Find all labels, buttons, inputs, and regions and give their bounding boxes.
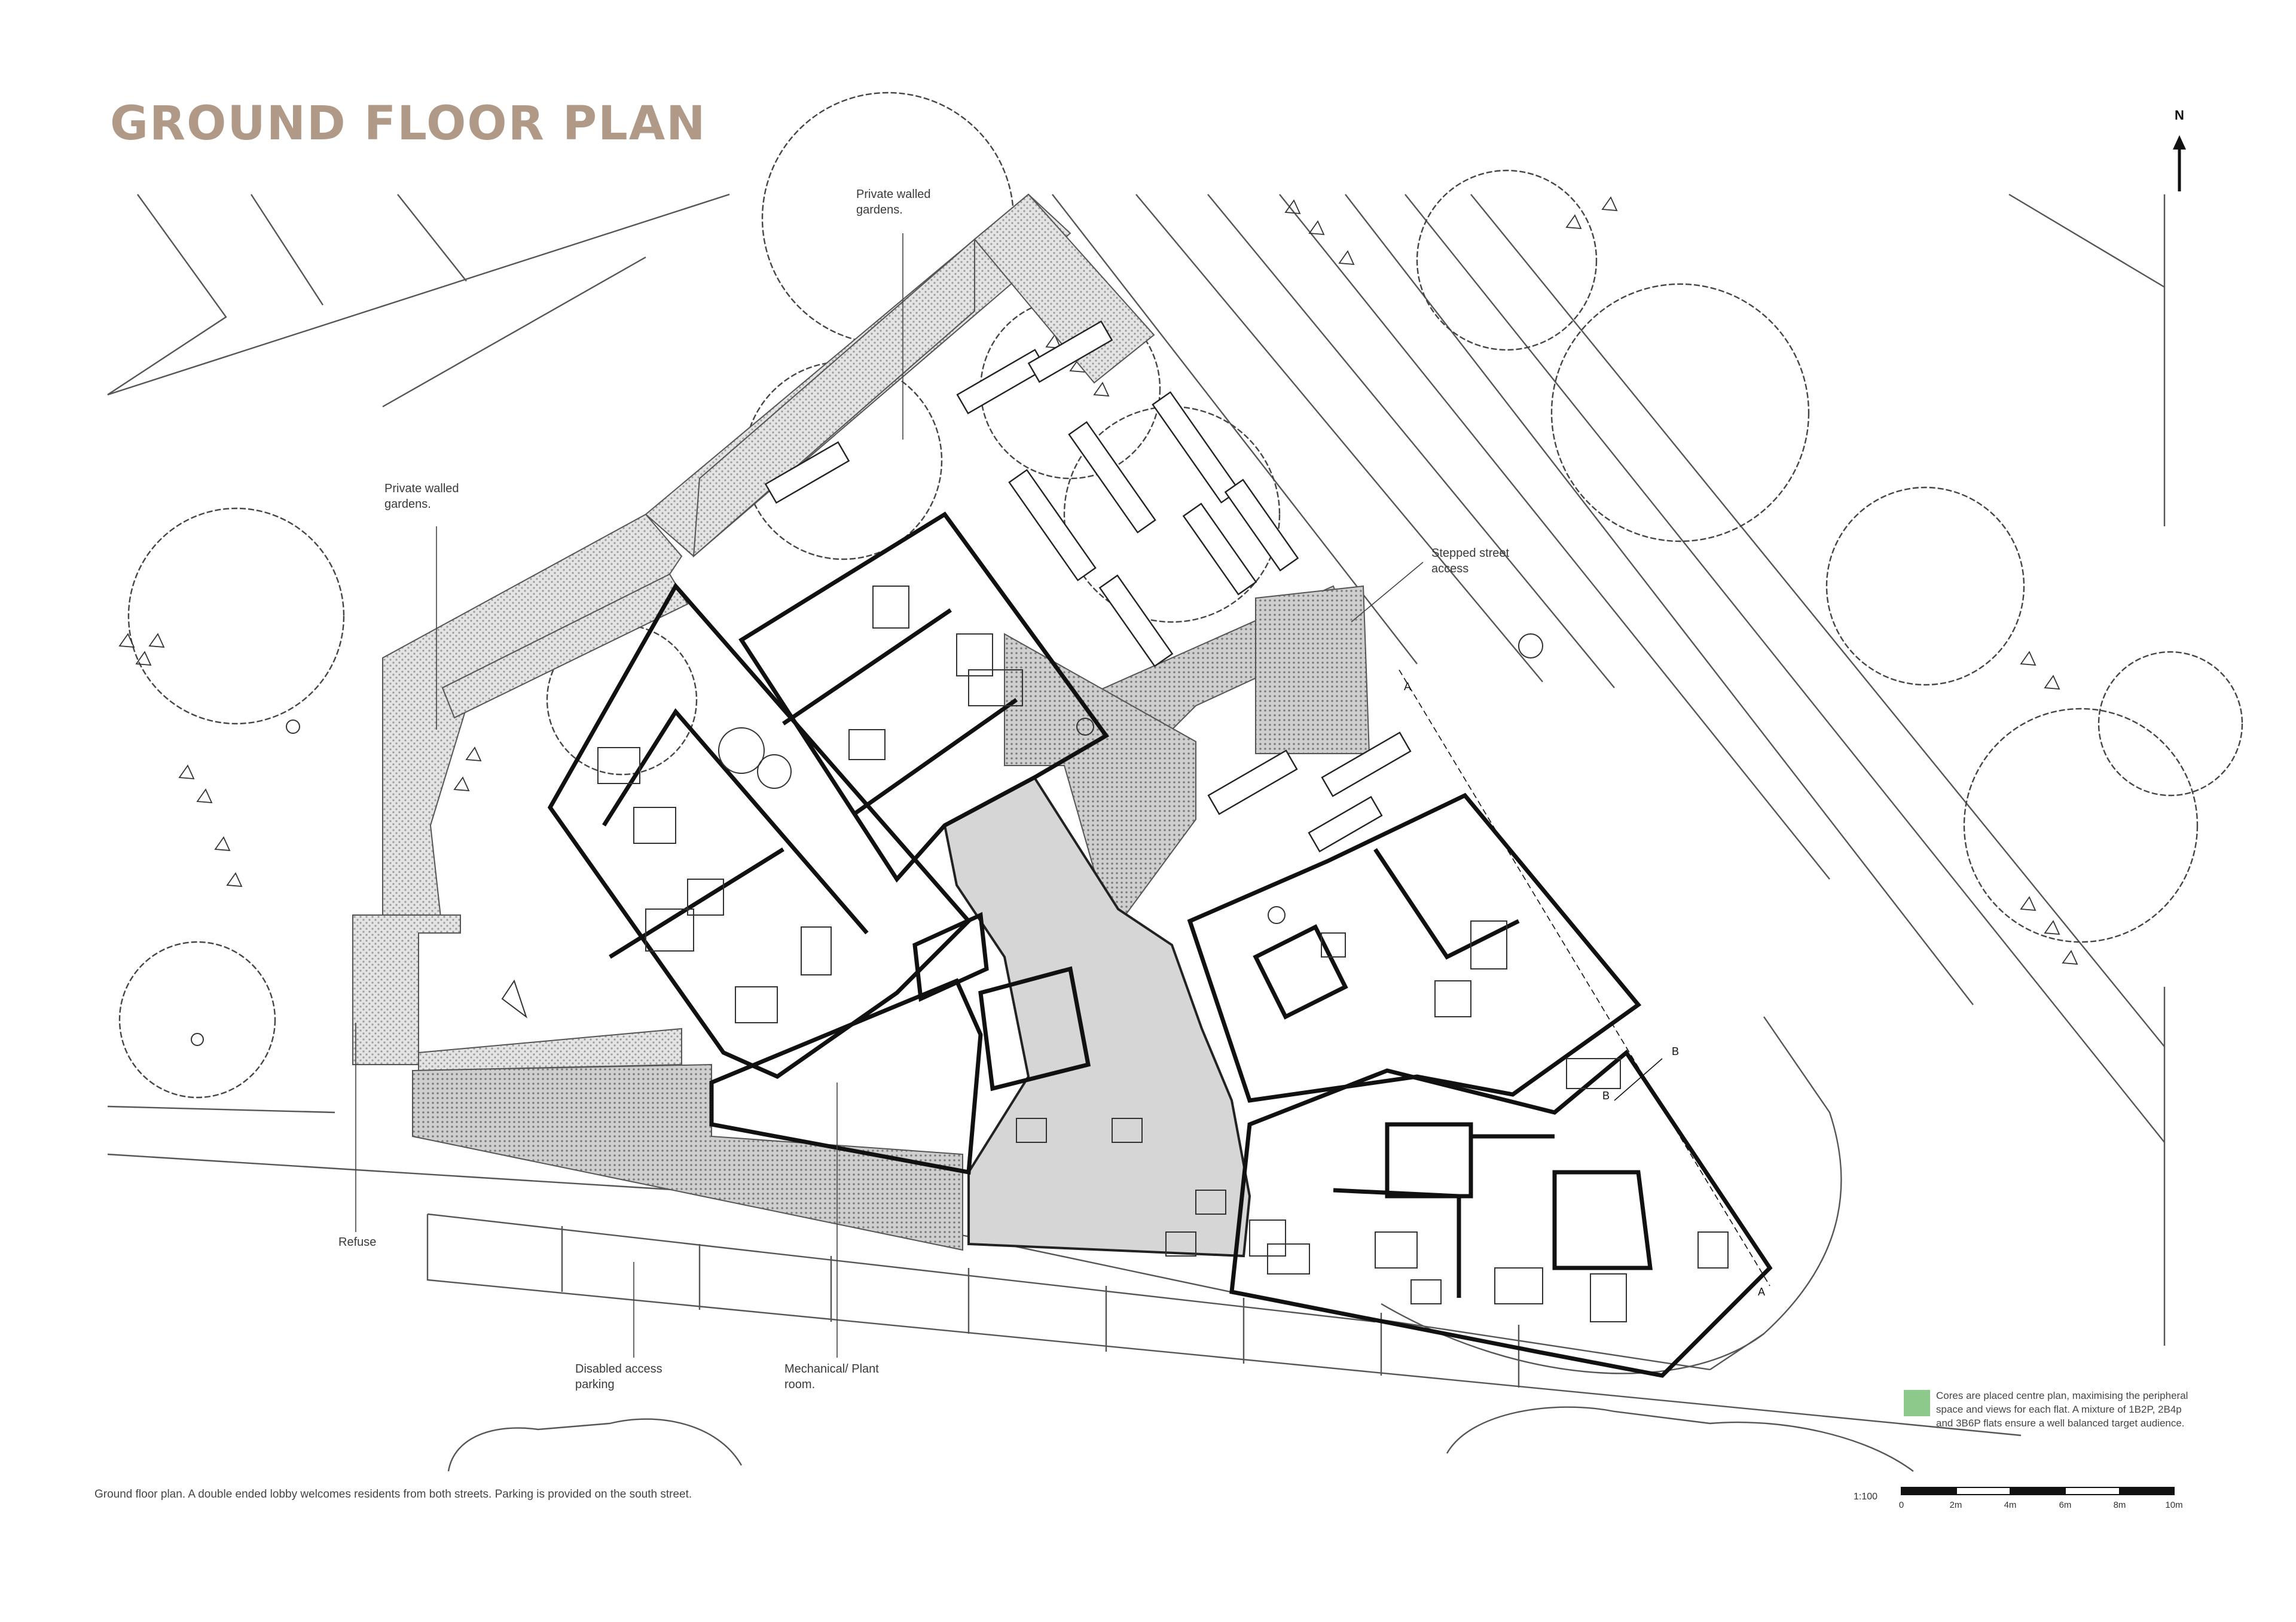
building-walls [547, 511, 1773, 1378]
scale-tick: 8m [2113, 1500, 2126, 1510]
furniture [597, 586, 1729, 1322]
plan-caption: Ground floor plan. A double ended lobby … [94, 1488, 692, 1501]
scale-tick: 2m [1949, 1500, 1962, 1510]
scale-tick: 0 [1898, 1500, 1904, 1510]
label-stepped-access: Stepped street access [1431, 547, 1510, 575]
tree-trunks [191, 633, 1543, 1046]
scale-bar [1901, 1487, 2175, 1495]
scale-ratio: 1:100 [1854, 1492, 1878, 1502]
section-mark: B [1672, 1045, 1680, 1057]
site-context-lines [107, 193, 2166, 1472]
tree-canopies [118, 92, 2243, 1099]
north-arrow-icon [2173, 135, 2186, 191]
label-leaders [355, 233, 1424, 1358]
central-lobby [943, 776, 1251, 1258]
label-private-gardens-north: Private walled gardens. [856, 188, 931, 217]
legend-swatch [1904, 1390, 1930, 1416]
section-mark: A [1758, 1286, 1766, 1298]
label-disabled-parking: Disabled access parking [575, 1362, 662, 1391]
label-plant-room: Mechanical/ Plant room. [784, 1362, 879, 1391]
scale-tick: 10m [2165, 1500, 2183, 1510]
section-mark: A [1404, 681, 1412, 693]
raised-planters [764, 320, 1412, 853]
north-label: N [2175, 108, 2184, 123]
label-private-gardens-west: Private walled gardens. [384, 482, 459, 511]
scale-tick: 6m [2059, 1500, 2072, 1510]
legend-text: Cores are placed centre plan, maximising… [1936, 1390, 2188, 1429]
garden-paving [352, 193, 1155, 1072]
south-paving [412, 585, 1370, 1251]
page-title: GROUND FLOOR PLAN [110, 97, 707, 151]
label-refuse: Refuse [338, 1236, 377, 1249]
section-lines [1399, 669, 1770, 1286]
section-mark: B [1602, 1090, 1610, 1102]
scale-tick: 4m [2004, 1500, 2017, 1510]
